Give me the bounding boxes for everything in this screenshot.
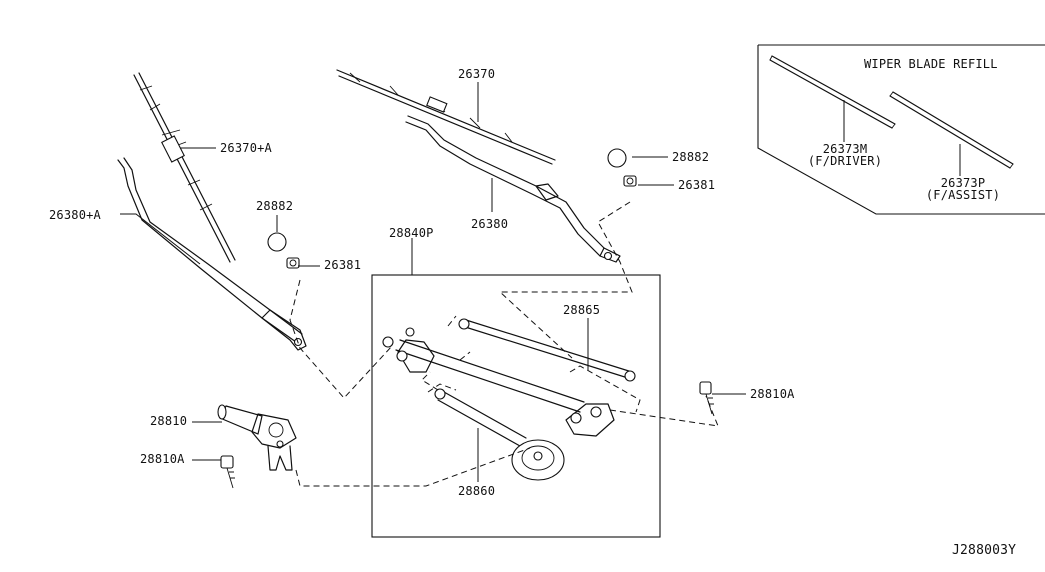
label-28840p: 28840P [389,226,434,240]
label-28810: 28810 [150,414,188,428]
label-28810a-right: 28810A [750,387,795,401]
refill-assist [889,91,1014,169]
label-28865: 28865 [563,303,601,317]
cap-left [267,232,287,252]
cap-right [607,148,627,168]
label-28882-left: 28882 [256,199,294,213]
diagram-code: J288003Y [952,543,1017,558]
driver-wiper-arm [117,157,307,351]
label-26381-right: 26381 [678,178,716,192]
label-26380a: 26380+A [49,208,101,222]
refill-driver [769,55,896,129]
leader-lines [120,82,961,482]
screw-right [699,381,714,415]
screw-left [220,455,235,489]
label-26373p: 26373P [940,176,986,190]
passenger-wiper-blade [336,69,556,165]
label-26373m-sub: (F/DRIVER) [807,154,883,168]
label-28882-right: 28882 [672,150,710,164]
label-26373m: 26373M [822,142,868,156]
driver-wiper-blade [133,72,236,263]
label-26370: 26370 [458,67,496,81]
label-28810a-left: 28810A [140,452,185,466]
wiper-motor [217,404,297,471]
passenger-wiper-arm [405,115,621,263]
label-26380: 26380 [471,217,509,231]
label-26381-left: 26381 [324,258,362,272]
dashed-connection-lines [289,201,719,487]
nut-left [286,257,300,269]
label-26373p-sub: (F/ASSIST) [925,188,1001,202]
label-28860: 28860 [458,484,496,498]
wiper-linkage [382,315,641,481]
refill-title: WIPER BLADE REFILL [864,57,998,71]
label-26370a: 26370+A [220,141,272,155]
nut-right [623,175,637,187]
linkage-assembly-box [371,274,661,538]
refill-inset-border [757,44,1045,215]
